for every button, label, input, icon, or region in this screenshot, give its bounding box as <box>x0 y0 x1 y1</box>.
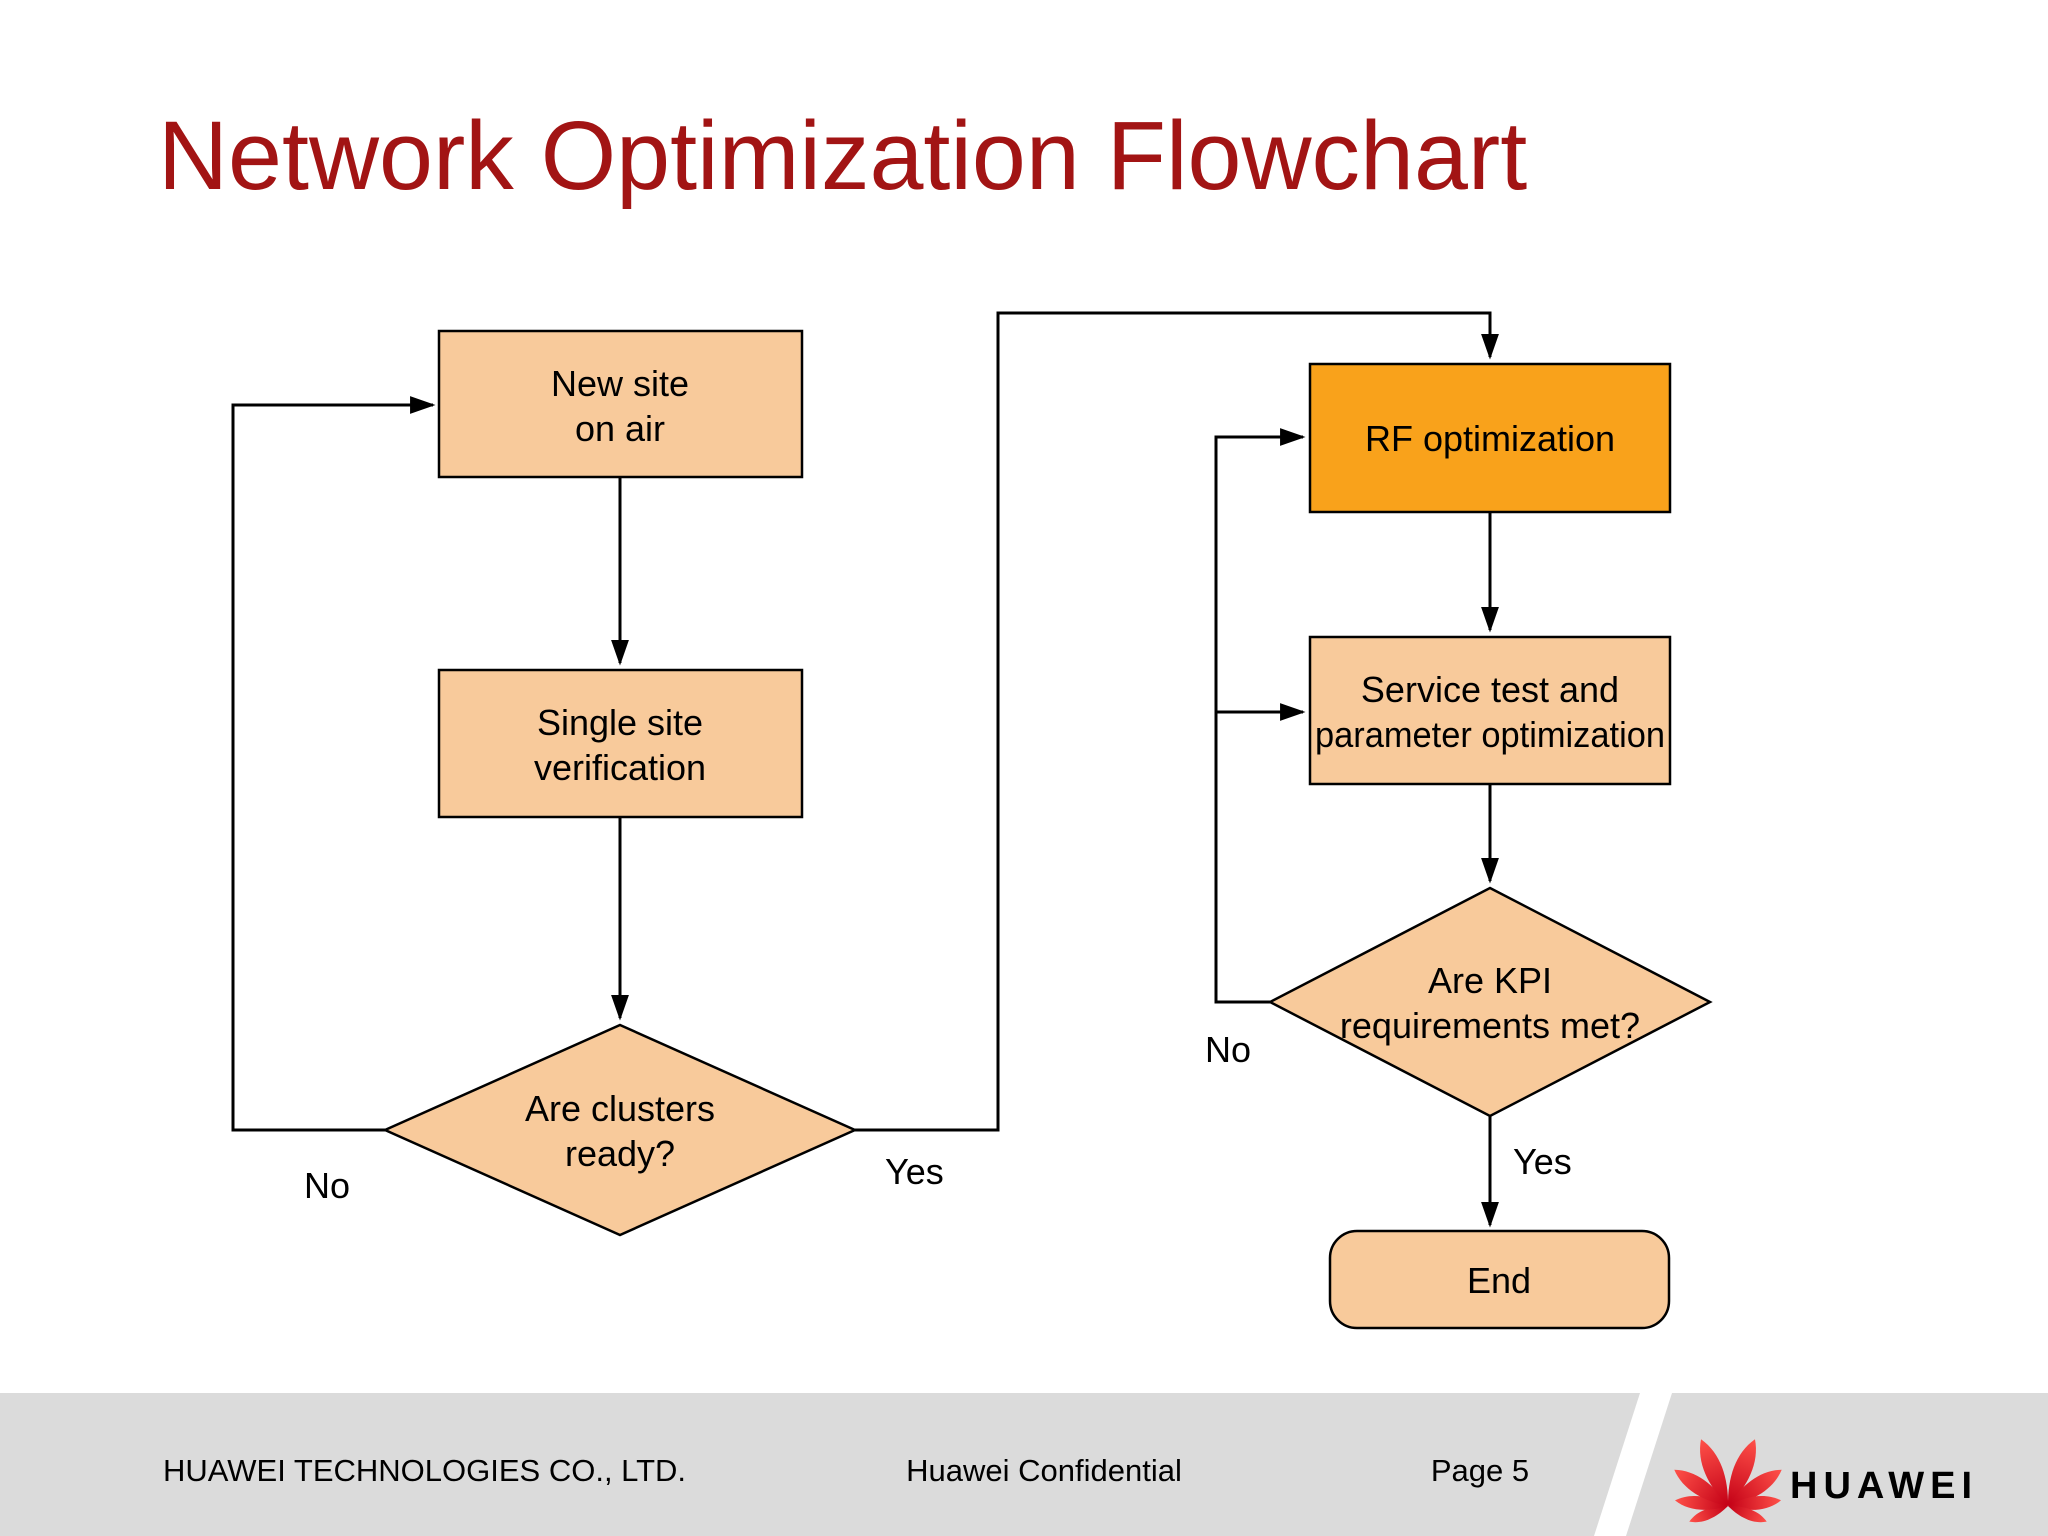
flowchart-edges <box>231 311 1499 1228</box>
node-new-site: New site on air <box>437 329 804 479</box>
edge-clusters-yes-to-rf <box>855 311 1499 1132</box>
node-clusters-label-line1: Are clusters <box>525 1088 715 1129</box>
node-service-test-box <box>1308 635 1672 786</box>
node-end-box <box>1328 1229 1671 1330</box>
footer-confidential-text: Huawei Confidential <box>906 1453 1182 1488</box>
footer-company-text: HUAWEI TECHNOLOGIES CO., LTD. <box>163 1453 686 1488</box>
flowchart-edge-labels: No Yes No Yes <box>304 1029 1572 1206</box>
huawei-logo-wordmark: HUAWEI <box>1790 1465 1978 1507</box>
node-single-site-box <box>437 668 804 819</box>
node-single-site-label-line2: verification <box>534 747 706 788</box>
node-end-label: End <box>1467 1260 1531 1301</box>
footer: HUAWEI TECHNOLOGIES CO., LTD. Huawei Con… <box>0 1393 2048 1536</box>
node-clusters-label-line2: ready? <box>565 1133 675 1174</box>
node-clusters-decision: Are clusters ready? <box>381 1023 859 1237</box>
node-rf-optimization-box <box>1308 362 1672 514</box>
huawei-logo: HUAWEI <box>1674 1439 1978 1523</box>
node-new-site-box <box>437 329 804 479</box>
node-service-test-label-line1: Service test and <box>1361 669 1619 710</box>
label-kpi-no: No <box>1205 1029 1251 1070</box>
edge-clusters-no-loop <box>231 396 436 1132</box>
footer-band-left <box>0 1393 1640 1536</box>
node-kpi-decision-diamond <box>1267 886 1713 1118</box>
node-rf-optimization: RF optimization <box>1308 362 1672 514</box>
node-kpi-decision: Are KPI requirements met? <box>1267 886 1713 1118</box>
label-kpi-yes: Yes <box>1513 1141 1572 1182</box>
node-single-site-label-line1: Single site <box>537 702 703 743</box>
label-clusters-no: No <box>304 1165 350 1206</box>
node-new-site-label-line2: on air <box>575 408 665 449</box>
node-kpi-label-line1: Are KPI <box>1428 960 1552 1001</box>
node-service-test: Service test and parameter optimization <box>1308 635 1672 786</box>
node-clusters-decision-diamond <box>381 1023 859 1237</box>
node-rf-optimization-label: RF optimization <box>1365 418 1615 459</box>
label-clusters-yes: Yes <box>885 1151 944 1192</box>
node-kpi-label-line2: requirements met? <box>1340 1005 1640 1046</box>
node-service-test-label-line2: parameter optimization <box>1315 714 1665 755</box>
footer-page-number: Page 5 <box>1431 1453 1529 1488</box>
huawei-logo-flower-icon <box>1674 1439 1782 1523</box>
node-new-site-label-line1: New site <box>551 363 689 404</box>
page-title: Network Optimization Flowchart <box>158 101 1528 210</box>
edge-kpi-no-loop-to-rf <box>1214 428 1306 1004</box>
node-single-site: Single site verification <box>437 668 804 819</box>
node-end: End <box>1328 1229 1671 1330</box>
